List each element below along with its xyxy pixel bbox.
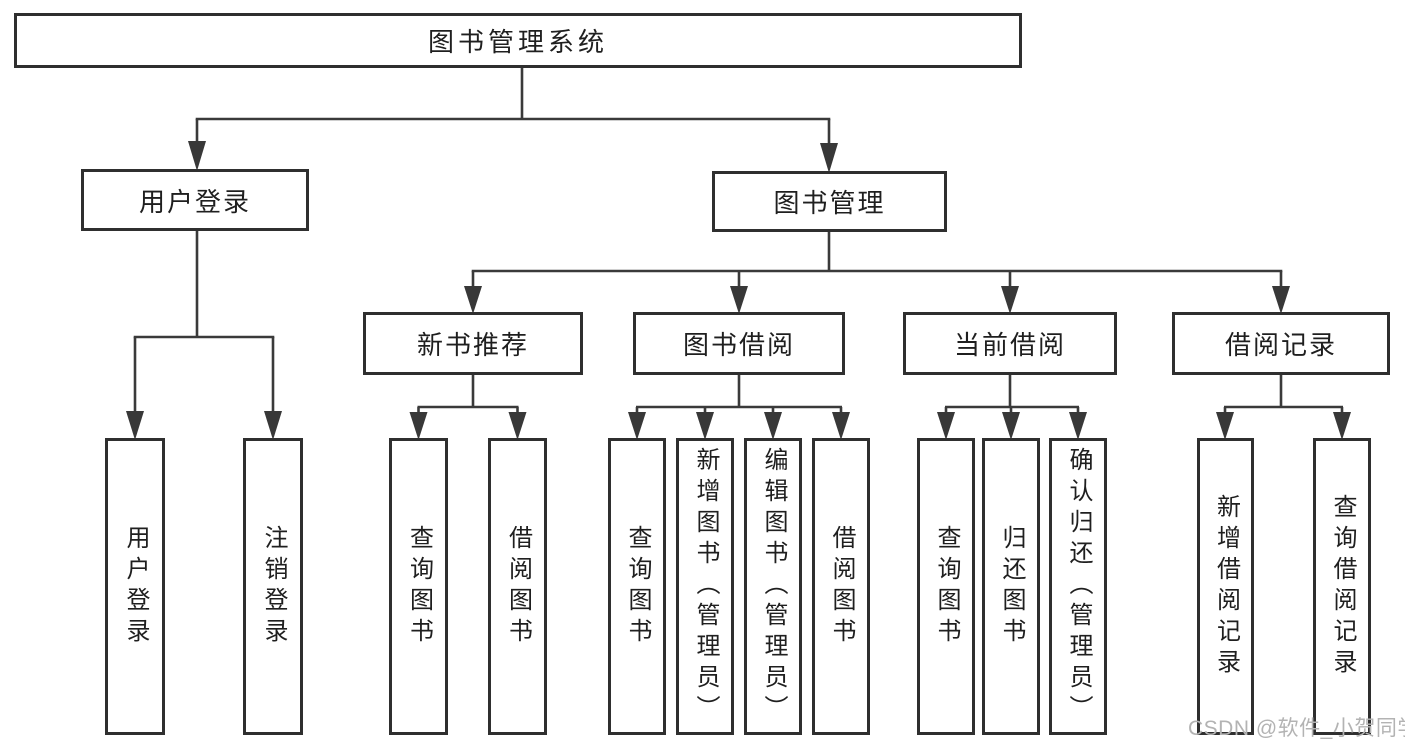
leaf-label: 查询图书 bbox=[933, 524, 960, 649]
leaf-label: 新增图书（管理员） bbox=[692, 447, 719, 726]
leaf-label: 编辑图书（管理员） bbox=[760, 447, 787, 726]
node-leaf-query-books-borrowing: 查询图书 bbox=[608, 438, 666, 735]
node-current-borrowing: 当前借阅 bbox=[903, 312, 1117, 375]
node-leaf-user-login: 用户登录 bbox=[105, 438, 165, 735]
leaf-label: 用户登录 bbox=[122, 524, 149, 649]
node-leaf-query-borrow-record: 查询借阅记录 bbox=[1313, 438, 1371, 735]
node-library-management-system: 图书管理系统 bbox=[14, 13, 1022, 68]
node-leaf-edit-book-admin: 编辑图书（管理员） bbox=[744, 438, 802, 735]
node-leaf-logout: 注销登录 bbox=[243, 438, 303, 735]
leaf-label: 查询图书 bbox=[405, 524, 433, 649]
leaf-label: 借阅图书 bbox=[828, 524, 855, 649]
node-leaf-add-borrow-record: 新增借阅记录 bbox=[1197, 438, 1254, 735]
leaf-label: 确认归还（管理员） bbox=[1065, 447, 1092, 726]
node-book-management-module: 图书管理 bbox=[712, 171, 947, 232]
leaf-label: 注销登录 bbox=[260, 524, 287, 649]
node-leaf-confirm-return-admin: 确认归还（管理员） bbox=[1049, 438, 1107, 735]
node-user-login-module: 用户登录 bbox=[81, 169, 309, 231]
node-leaf-add-book-admin: 新增图书（管理员） bbox=[676, 438, 734, 735]
node-borrowing-records: 借阅记录 bbox=[1172, 312, 1390, 375]
node-leaf-query-books-recommend: 查询图书 bbox=[389, 438, 448, 735]
leaf-label: 新增借阅记录 bbox=[1212, 493, 1240, 680]
leaf-label: 查询借阅记录 bbox=[1329, 493, 1356, 680]
arrowheads bbox=[126, 141, 1351, 440]
node-leaf-borrow-books: 借阅图书 bbox=[812, 438, 870, 735]
node-leaf-return-books: 归还图书 bbox=[982, 438, 1040, 735]
node-new-book-recommendation: 新书推荐 bbox=[363, 312, 583, 375]
node-leaf-query-books-current: 查询图书 bbox=[917, 438, 975, 735]
leaf-label: 归还图书 bbox=[998, 524, 1025, 649]
csdn-watermark: CSDN @软件_小贺同学 bbox=[1188, 717, 1405, 740]
leaf-label: 借阅图书 bbox=[504, 524, 532, 649]
node-book-borrowing: 图书借阅 bbox=[633, 312, 845, 375]
node-leaf-borrow-books-recommend: 借阅图书 bbox=[488, 438, 547, 735]
leaf-label: 查询图书 bbox=[624, 524, 651, 649]
